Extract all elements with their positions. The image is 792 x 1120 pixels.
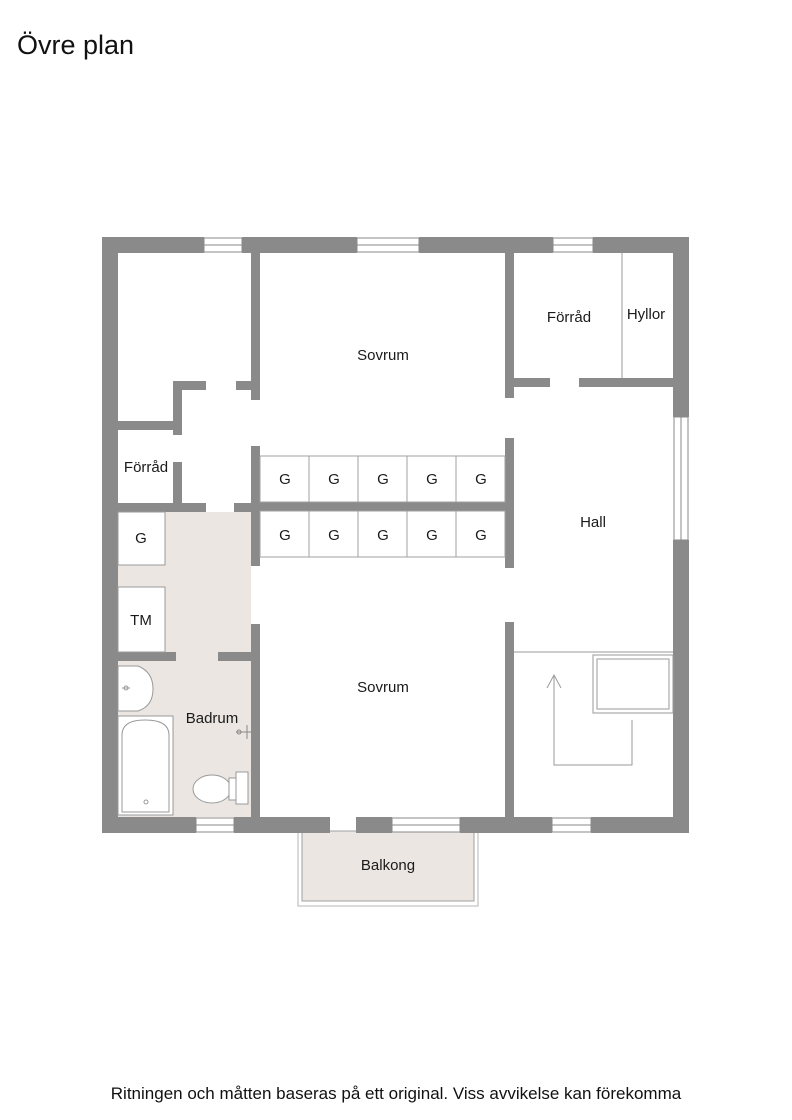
interior-walls xyxy=(118,253,673,817)
wardrobe-label: G xyxy=(328,527,340,544)
toilet-icon xyxy=(192,771,249,805)
label-tm: TM xyxy=(130,612,152,629)
room-label-hyllor: Hyllor xyxy=(627,306,665,323)
shower-tap-icon xyxy=(236,725,251,739)
label-g-left: G xyxy=(135,530,147,547)
wardrobe-label: G xyxy=(279,471,291,488)
wardrobes-bottom xyxy=(259,510,506,558)
wardrobe-label: G xyxy=(426,527,438,544)
room-label-hall: Hall xyxy=(580,514,606,531)
wardrobe-label: G xyxy=(475,527,487,544)
windows xyxy=(195,237,689,833)
outer-walls xyxy=(102,237,689,833)
partitions xyxy=(117,253,673,653)
wardrobe-label: G xyxy=(279,527,291,544)
wardrobe-label: G xyxy=(426,471,438,488)
room-label-forrad-left: Förråd xyxy=(124,459,168,476)
sink-icon xyxy=(117,665,154,712)
stairs xyxy=(546,654,674,766)
room-label-sovrum-top: Sovrum xyxy=(357,347,409,364)
room-label-forrad-right: Förråd xyxy=(547,309,591,326)
wardrobes-top xyxy=(259,455,506,503)
room-label-sovrum-bottom: Sovrum xyxy=(357,679,409,696)
wardrobe-label: G xyxy=(328,471,340,488)
page-title: Övre plan xyxy=(17,30,135,60)
wardrobe-label: G xyxy=(475,471,487,488)
stair-arrow-icon xyxy=(546,673,562,689)
balcony xyxy=(297,830,479,907)
disclaimer-text: Ritningen och måtten baseras på ett orig… xyxy=(110,1084,682,1103)
wardrobe-label: G xyxy=(377,527,389,544)
room-label-badrum: Badrum xyxy=(186,710,239,727)
room-label-balkong: Balkong xyxy=(361,857,415,874)
bathtub-icon xyxy=(117,715,174,816)
wardrobe-label: G xyxy=(377,471,389,488)
